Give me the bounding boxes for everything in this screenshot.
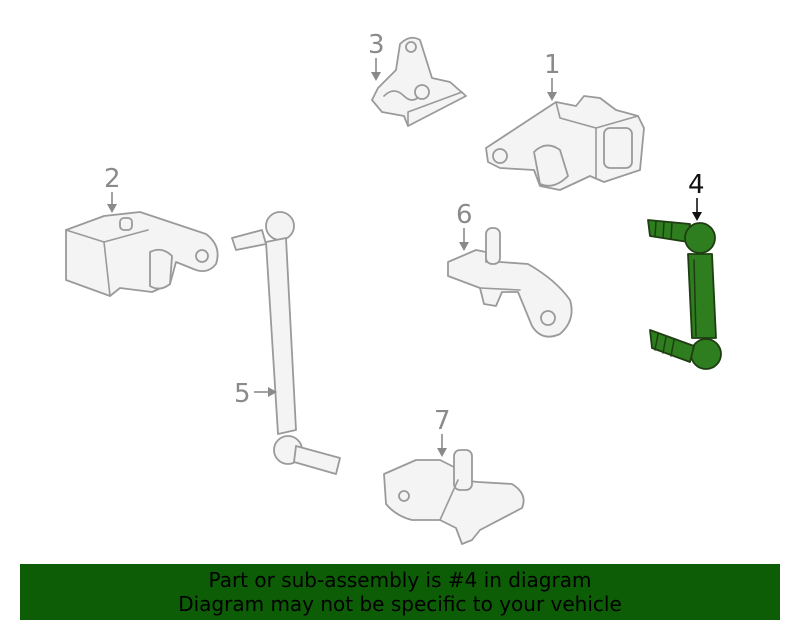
part-4-stabilizer-link[interactable] [647,219,722,370]
callout-5: 5 [234,379,277,409]
svg-text:7: 7 [434,406,451,436]
part-7-bracket[interactable] [383,449,525,545]
banner-line-1: Part or sub-assembly is #4 in diagram [208,568,592,592]
svg-text:6: 6 [456,200,473,230]
svg-text:2: 2 [104,164,121,194]
svg-text:3: 3 [368,30,385,60]
svg-text:4: 4 [688,170,705,200]
callout-4: 4 [688,170,705,221]
svg-text:1: 1 [544,50,561,80]
part-3-bracket[interactable] [371,36,467,127]
callout-3: 3 [368,30,385,81]
callout-1: 1 [544,50,561,101]
notice-banner: Part or sub-assembly is #4 in diagram Di… [20,564,780,620]
callout-2: 2 [104,164,121,213]
svg-text:5: 5 [234,379,251,409]
part-1-height-sensor[interactable] [485,95,645,191]
banner-line-2: Diagram may not be specific to your vehi… [178,592,622,616]
callout-7: 7 [434,406,451,457]
part-2-height-sensor[interactable] [65,211,219,297]
parts-diagram: 3 1 2 5 [65,30,722,545]
part-6-bracket[interactable] [447,227,573,338]
callout-6: 6 [456,200,473,251]
part-5-link-rod[interactable] [231,211,341,475]
